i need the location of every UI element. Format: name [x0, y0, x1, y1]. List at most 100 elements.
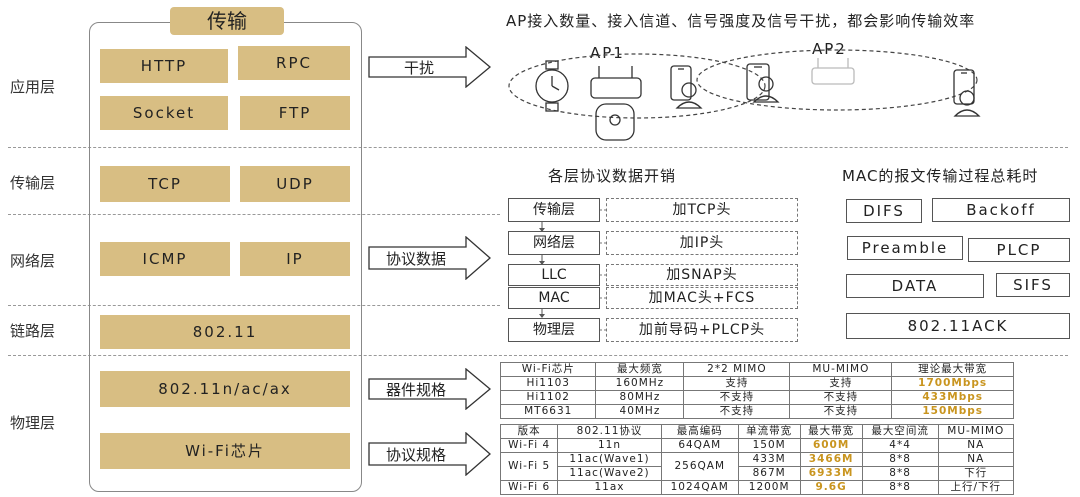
table-cell-highlight: 433Mbps	[891, 390, 1014, 405]
table-cell: 11ac(Wave2)	[557, 466, 662, 481]
arrow-label: 协议数据	[386, 250, 447, 268]
ap-coverage-illustration	[508, 49, 981, 141]
arrow-label: 器件规格	[386, 381, 447, 399]
table-header-cell: 802.11协议	[557, 424, 662, 439]
table-cell-highlight: 6933M	[799, 466, 863, 481]
overhead-connector-icon	[600, 209, 606, 331]
ap2-label: AP2	[812, 40, 847, 58]
table-row: 11ac(Wave2) 867M 6933M 8*8 下行	[501, 466, 1015, 481]
table-cell: 支持	[683, 376, 791, 391]
separator-line	[8, 355, 1068, 356]
table-cell: Wi-Fi 6	[499, 480, 559, 495]
table-cell: 11n	[557, 438, 662, 453]
overhead-header-ip: 加IP头	[606, 231, 798, 255]
table-cell: Wi-Fi 5	[499, 452, 559, 481]
table-cell: 4*4	[861, 438, 939, 453]
table-cell: 不支持	[789, 404, 893, 419]
arrow-shape-icon	[368, 367, 492, 411]
table-row: Hi1103 160MHz 支持 支持 1700Mbps	[499, 376, 1014, 391]
table-cell: 11ac(Wave1)	[557, 452, 662, 467]
arrow-protocol-data: 协议数据	[368, 235, 492, 281]
mac-item-backoff: Backoff	[932, 198, 1070, 222]
table-cell: 433M	[737, 452, 801, 467]
mac-item-plcp: PLCP	[968, 238, 1070, 262]
table-cell: 上行/下行	[937, 480, 1015, 495]
table-cell: 256QAM	[660, 452, 739, 481]
overhead-layer-transport: 传输层	[508, 198, 600, 222]
table-cell-highlight: 600M	[799, 438, 863, 453]
chip-spec-table: Wi-Fi芯片 最大频宽 2*2 MIMO MU-MIMO 理论最大带宽 Hi1…	[499, 362, 1014, 419]
mac-time-title: MAC的报文传输过程总耗时	[842, 167, 1039, 185]
ap1-coverage-icon	[508, 53, 766, 119]
table-header-cell: 最大频宽	[595, 362, 685, 377]
box-ip: IP	[240, 242, 350, 276]
table-cell: Wi-Fi 4	[499, 438, 559, 453]
box-rpc: RPC	[238, 46, 350, 80]
box-icmp: ICMP	[100, 242, 230, 276]
mac-item-difs: DIFS	[846, 199, 922, 223]
overhead-header-tcp: 加TCP头	[606, 198, 798, 222]
overhead-layer-physical: 物理层	[508, 318, 600, 342]
table-cell: 160MHz	[595, 376, 685, 391]
person-icon	[752, 76, 780, 103]
box-80211n-ac-ax: 802.11n/ac/ax	[100, 371, 350, 407]
table-cell: 8*8	[861, 480, 939, 495]
arrow-label: 协议规格	[386, 446, 447, 464]
smart-speaker-icon	[595, 103, 635, 141]
table-cell: 8*8	[861, 452, 939, 467]
router-ap1-icon	[590, 66, 642, 99]
table-cell: NA	[937, 452, 1015, 467]
table-cell: MT6631	[499, 404, 597, 419]
table-header-row: 版本 802.11协议 最高编码 单流带宽 最大带宽 最大空间流 MU-MIMO	[499, 424, 1015, 439]
person-icon	[675, 82, 703, 109]
mac-item-80211ack: 802.11ACK	[846, 313, 1070, 339]
overhead-layer-mac: MAC	[508, 287, 600, 309]
overhead-flow-arrows-icon	[539, 222, 545, 318]
overhead-title: 各层协议数据开销	[548, 167, 677, 185]
separator-line	[8, 214, 500, 215]
table-cell: 支持	[789, 376, 893, 391]
table-cell: 1024QAM	[660, 480, 739, 495]
ap1-label: AP1	[590, 44, 625, 62]
arrow-shape-icon	[368, 235, 491, 281]
arrow-interference: 干扰	[368, 45, 492, 89]
table-cell: 不支持	[789, 390, 893, 405]
table-cell: 下行	[937, 466, 1015, 481]
box-wifi-chip: Wi-Fi芯片	[100, 433, 350, 469]
layer-label-physical: 物理层	[10, 414, 56, 432]
table-cell-highlight: 9.6G	[799, 480, 863, 495]
overhead-layer-llc: LLC	[508, 264, 600, 286]
ap2-coverage-icon	[696, 49, 978, 111]
router-ap2-icon	[811, 58, 855, 85]
table-row: Wi-Fi 5 11ac(Wave1) 256QAM 433M 3466M 8*…	[499, 452, 1015, 481]
box-http: HTTP	[100, 49, 228, 83]
table-cell: 40MHz	[595, 404, 685, 419]
table-header-cell: 最大带宽	[799, 424, 863, 439]
layer-label-transport: 传输层	[10, 174, 56, 192]
table-row: Hi1102 80MHz 不支持 不支持 433Mbps	[499, 390, 1014, 405]
layer-label-link: 链路层	[10, 322, 56, 340]
table-header-cell: 单流带宽	[737, 424, 801, 439]
table-cell-highlight: 1700Mbps	[891, 376, 1014, 391]
separator-line	[8, 147, 1068, 148]
arrow-device-spec: 器件规格	[368, 367, 492, 411]
box-80211: 802.11	[100, 315, 350, 349]
table-cell: 8*8	[861, 466, 939, 481]
table-header-cell: MU-MIMO	[789, 362, 893, 377]
table-header-cell: Wi-Fi芯片	[499, 362, 597, 377]
table-cell: 64QAM	[660, 438, 739, 453]
table-row: MT6631 40MHz 不支持 不支持 150Mbps	[499, 404, 1014, 419]
overhead-header-preamble-plcp: 加前导码+PLCP头	[606, 318, 798, 342]
mac-item-data: DATA	[846, 274, 984, 298]
box-tcp: TCP	[100, 166, 230, 202]
table-header-cell: 最大空间流	[861, 424, 939, 439]
table-cell: NA	[937, 438, 1015, 453]
table-cell: 150M	[737, 438, 801, 453]
box-ftp: FTP	[240, 96, 350, 130]
table-cell: Hi1102	[499, 390, 597, 405]
overhead-header-snap: 加SNAP头	[606, 264, 798, 286]
table-cell-highlight: 3466M	[799, 452, 863, 467]
table-header-cell: 最高编码	[660, 424, 739, 439]
table-header-cell: 版本	[499, 424, 559, 439]
layer-label-application: 应用层	[10, 78, 56, 96]
